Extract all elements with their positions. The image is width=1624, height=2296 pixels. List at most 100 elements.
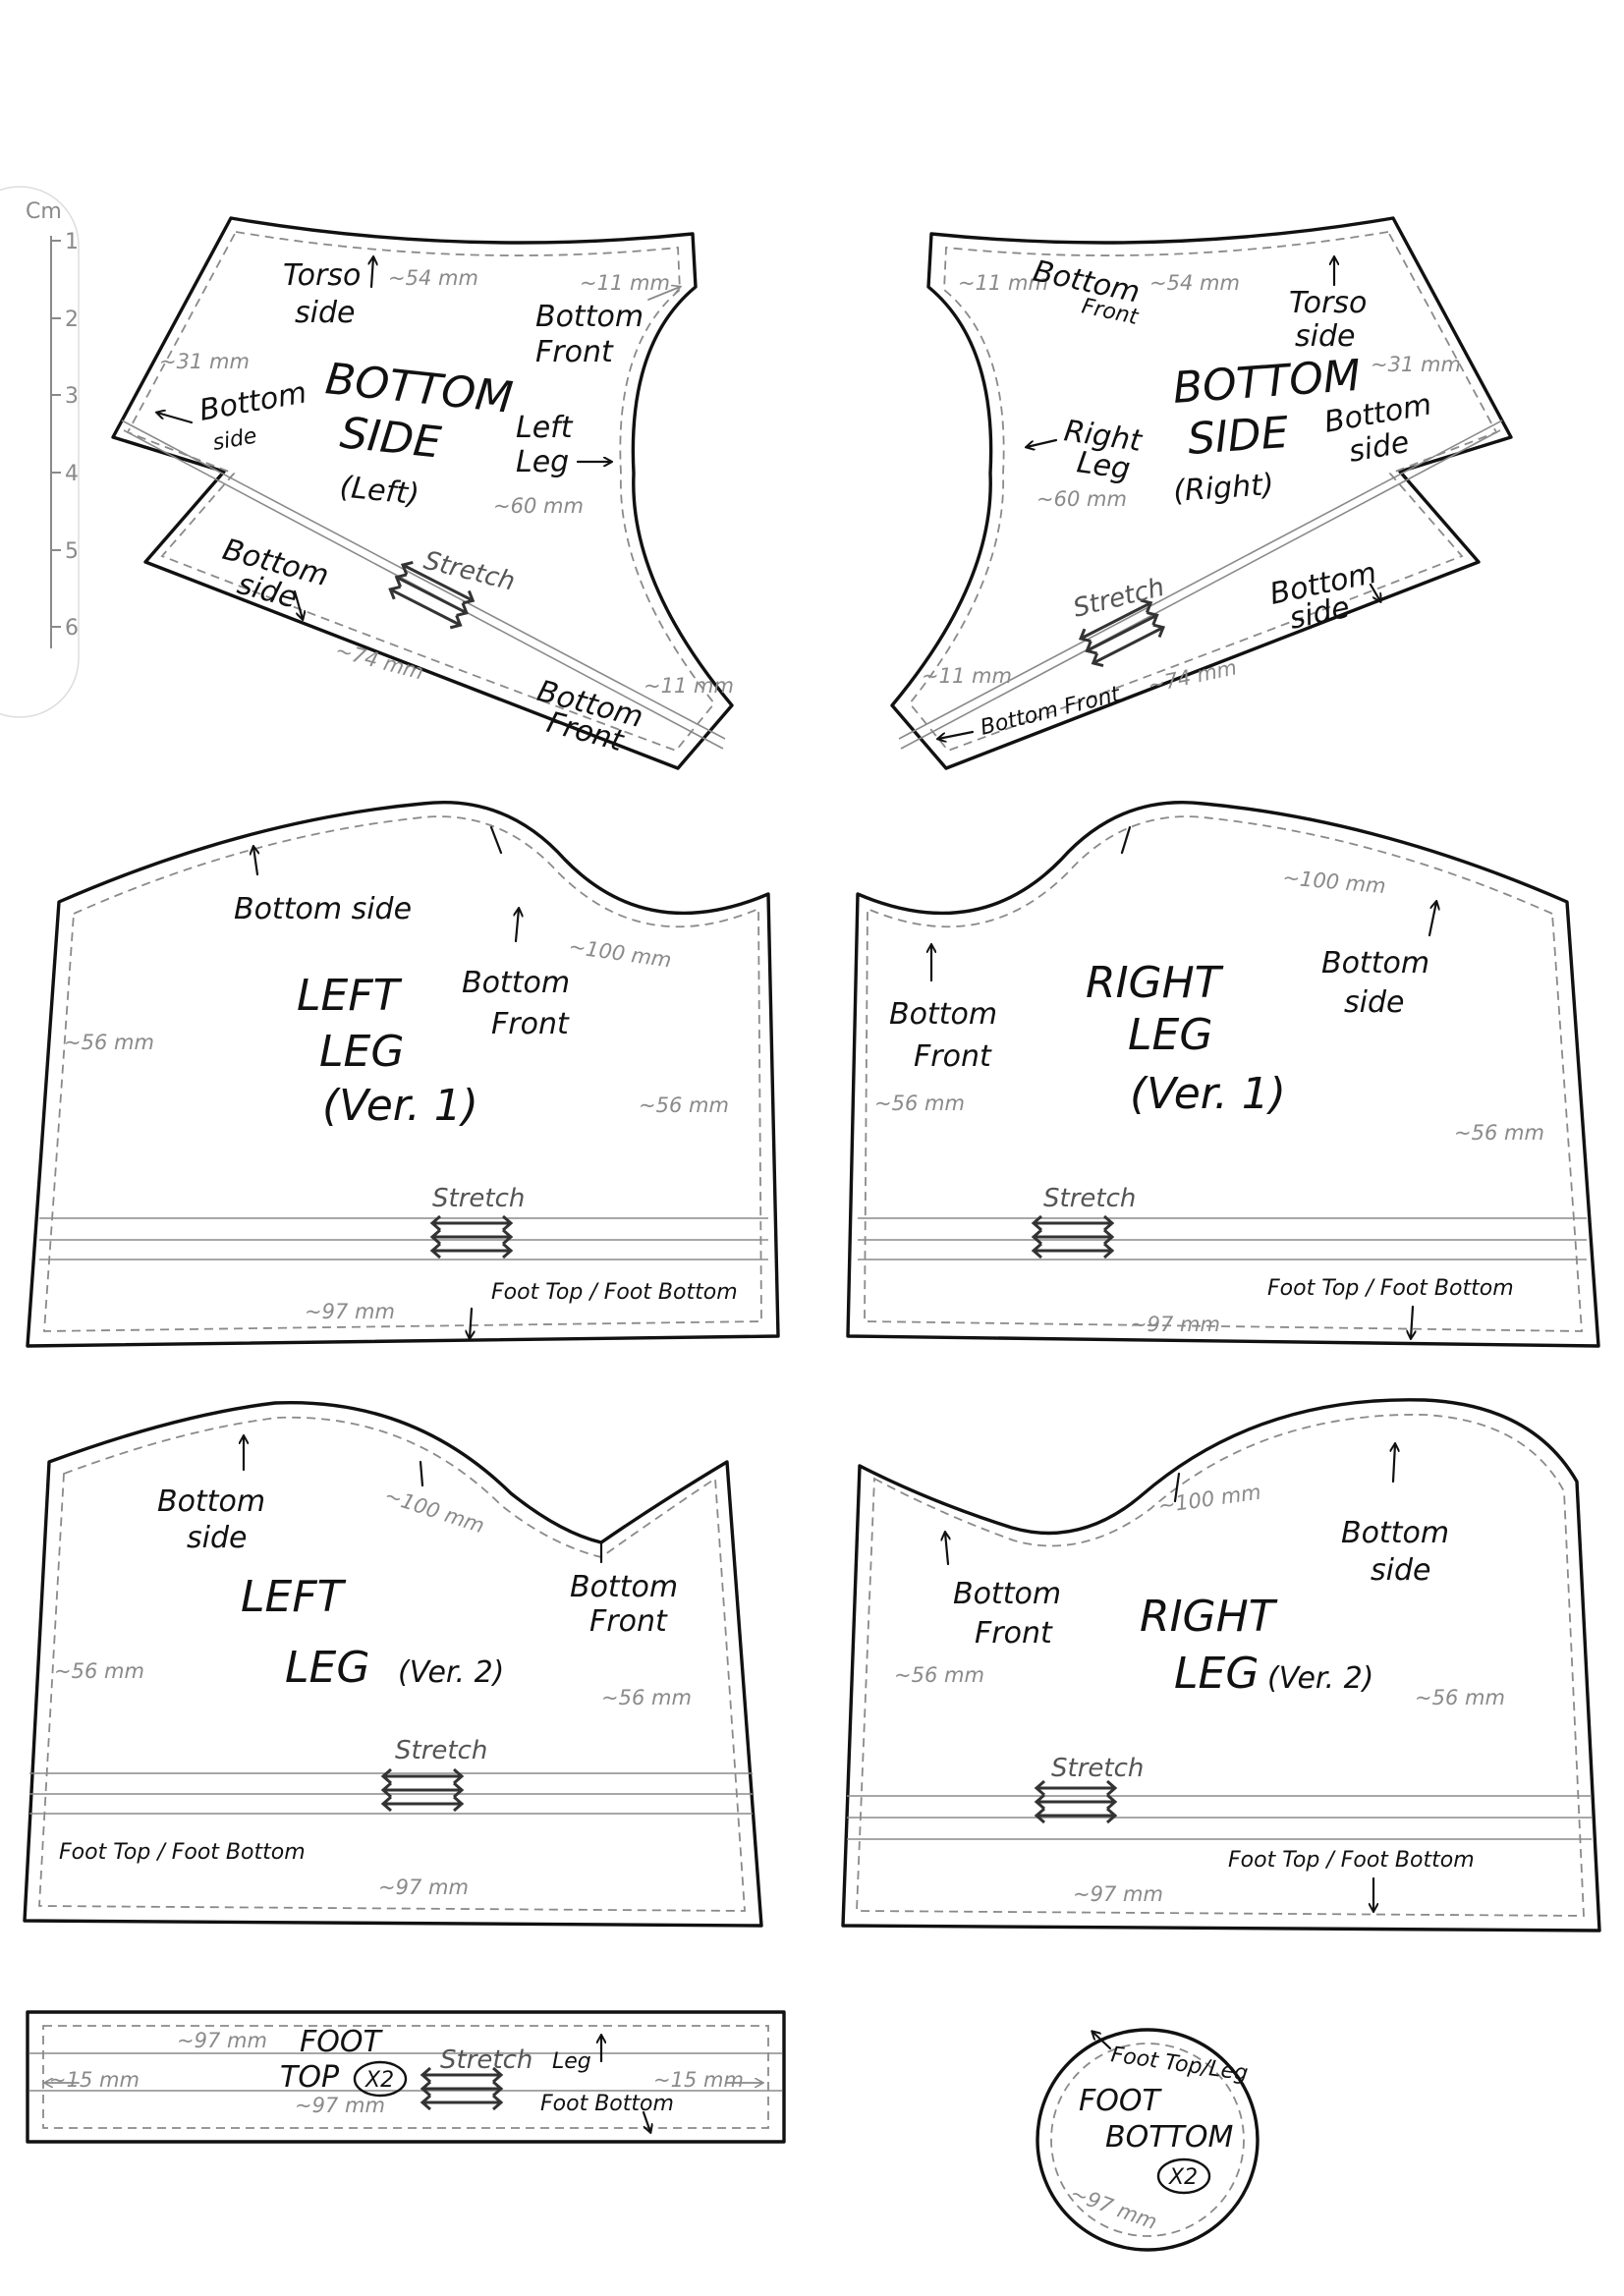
arrow-icon xyxy=(1027,438,1058,447)
piece-foot-top: Stretch FOOT TOP X2 ~97 mm ~97 mm ~15 mm… xyxy=(26,2010,786,2144)
ruler-tick-6: 6 xyxy=(65,616,79,641)
svg-text:~56 mm: ~56 mm xyxy=(639,1093,729,1117)
piece-title: BOTTOM SIDE (Right) xyxy=(1171,351,1362,509)
ruler-tick-2: 2 xyxy=(65,308,79,332)
stretch-label: Stretch xyxy=(395,1736,487,1765)
svg-text:Bottom: Bottom xyxy=(462,966,570,1000)
arrow-icon xyxy=(1428,902,1436,937)
svg-text:~97 mm: ~97 mm xyxy=(305,1300,395,1323)
notch-mark xyxy=(1120,825,1132,855)
svg-text:~97 mm: ~97 mm xyxy=(177,2029,267,2052)
svg-text:~60 mm: ~60 mm xyxy=(493,494,584,518)
stretch-arrows-icon xyxy=(430,1214,513,1260)
svg-text:Left: Left xyxy=(516,411,574,445)
svg-text:~56 mm: ~56 mm xyxy=(894,1663,984,1687)
count-badge: X2 xyxy=(353,2060,408,2098)
piece-title: FOOT BOTTOM xyxy=(1079,2084,1233,2155)
svg-text:SIDE: SIDE xyxy=(1186,408,1290,465)
svg-text:side: side xyxy=(1344,985,1404,1020)
svg-text:~56 mm: ~56 mm xyxy=(64,1031,154,1054)
svg-text:(Ver. 2): (Ver. 2) xyxy=(398,1655,504,1690)
svg-text:side: side xyxy=(1371,1553,1430,1588)
svg-text:(Ver. 1): (Ver. 1) xyxy=(322,1081,478,1131)
piece-bottom-side-left: Stretch BOTTOM SIDE (Left) Torso side ~5… xyxy=(111,216,734,770)
svg-text:~31 mm: ~31 mm xyxy=(159,350,250,373)
arrow-icon xyxy=(1369,583,1380,601)
svg-text:Torso: Torso xyxy=(283,258,361,293)
svg-text:(Ver. 2): (Ver. 2) xyxy=(1267,1661,1373,1696)
svg-text:Foot Top / Foot Bottom: Foot Top / Foot Bottom xyxy=(491,1280,738,1305)
svg-text:BOTTOM: BOTTOM xyxy=(1105,2120,1233,2155)
notch-mark xyxy=(489,825,503,855)
arrow-icon xyxy=(470,1307,472,1338)
svg-text:~54 mm: ~54 mm xyxy=(388,266,478,290)
svg-text:~56 mm: ~56 mm xyxy=(1454,1121,1544,1145)
svg-text:Front: Front xyxy=(491,1007,570,1041)
svg-text:side: side xyxy=(295,296,355,330)
svg-text:~97 mm: ~97 mm xyxy=(1073,1882,1163,1906)
svg-text:Front: Front xyxy=(535,335,614,369)
svg-text:LEFT: LEFT xyxy=(297,971,403,1021)
svg-text:~15 mm: ~15 mm xyxy=(49,2068,140,2092)
svg-text:Bottom: Bottom xyxy=(1341,1516,1449,1550)
svg-text:Front: Front xyxy=(975,1616,1053,1651)
svg-text:~60 mm: ~60 mm xyxy=(1036,487,1127,511)
svg-text:LEG: LEG xyxy=(1128,1010,1212,1060)
svg-text:side: side xyxy=(1295,319,1355,354)
svg-text:FOOT: FOOT xyxy=(1079,2084,1162,2118)
arrow-icon xyxy=(647,287,680,301)
svg-text:Bottom: Bottom xyxy=(953,1577,1061,1611)
svg-text:(Left): (Left) xyxy=(338,470,420,512)
svg-text:~11 mm: ~11 mm xyxy=(958,271,1048,295)
stretch-label: Stretch xyxy=(1043,1184,1136,1213)
ruler-tick-1: 1 xyxy=(65,230,79,254)
svg-text:X2: X2 xyxy=(364,2068,394,2093)
svg-text:Torso: Torso xyxy=(1289,286,1367,320)
ruler-unit: Cm xyxy=(26,199,62,224)
svg-text:SIDE: SIDE xyxy=(338,408,444,468)
svg-text:~97 mm: ~97 mm xyxy=(378,1876,469,1899)
stretch-arrows-icon xyxy=(1032,1214,1114,1260)
svg-text:~56 mm: ~56 mm xyxy=(601,1686,692,1709)
arrow-icon xyxy=(157,413,194,424)
piece-right-leg-v2: Stretch RIGHT LEG (Ver. 2) Bottom Front … xyxy=(841,1398,1601,1932)
svg-text:~11 mm: ~11 mm xyxy=(922,664,1012,688)
stretch-label: Stretch xyxy=(432,1184,525,1213)
svg-text:~97 mm: ~97 mm xyxy=(1130,1313,1220,1336)
svg-text:Leg: Leg xyxy=(516,445,569,479)
svg-text:LEG: LEG xyxy=(285,1643,369,1693)
svg-text:Leg: Leg xyxy=(1075,445,1133,486)
stretch-arrows-icon xyxy=(381,1767,464,1813)
piece-title: RIGHT LEG (Ver. 1) xyxy=(1086,958,1286,1119)
ruler-tick-5: 5 xyxy=(65,539,79,564)
arrow-icon xyxy=(293,589,303,619)
svg-text:Front: Front xyxy=(589,1604,668,1639)
arrow-icon xyxy=(516,909,519,943)
arrow-icon xyxy=(642,2110,650,2132)
arrow-icon xyxy=(938,730,975,739)
svg-text:~56 mm: ~56 mm xyxy=(874,1092,965,1115)
piece-foot-bottom: Foot Top/Leg FOOT BOTTOM X2 ~97 mm xyxy=(1036,2028,1260,2252)
svg-text:(Right): (Right) xyxy=(1172,468,1275,509)
svg-text:TOP: TOP xyxy=(280,2060,340,2095)
notch-mark xyxy=(1173,1472,1181,1503)
stretch-label: Stretch xyxy=(440,2045,532,2075)
piece-right-leg-v1: Stretch RIGHT LEG (Ver. 1) Bottom Front … xyxy=(846,801,1600,1348)
arrow-icon xyxy=(1393,1444,1395,1484)
arrow-icon xyxy=(945,1533,948,1566)
arrow-icon xyxy=(1092,2032,1112,2050)
arrow-icon xyxy=(253,847,257,876)
svg-text:Bottom: Bottom xyxy=(889,997,997,1032)
ruler-tick-3: 3 xyxy=(65,384,79,409)
notch-mark xyxy=(419,1460,424,1487)
piece-left-leg-v1: Stretch LEFT LEG (Ver. 1) Bottom side Bo… xyxy=(26,801,780,1348)
svg-text:FOOT: FOOT xyxy=(300,2025,383,2059)
svg-text:Front: Front xyxy=(914,1039,992,1074)
svg-text:~97 mm: ~97 mm xyxy=(295,2094,385,2117)
svg-text:Bottom: Bottom xyxy=(570,1570,678,1604)
count-badge: X2 xyxy=(1156,2157,1211,2195)
svg-text:Bottom side: Bottom side xyxy=(234,892,412,926)
svg-text:(Ver. 1): (Ver. 1) xyxy=(1130,1069,1286,1119)
svg-text:Foot Top / Foot Bottom: Foot Top / Foot Bottom xyxy=(59,1840,306,1865)
svg-text:LEG: LEG xyxy=(319,1027,404,1077)
